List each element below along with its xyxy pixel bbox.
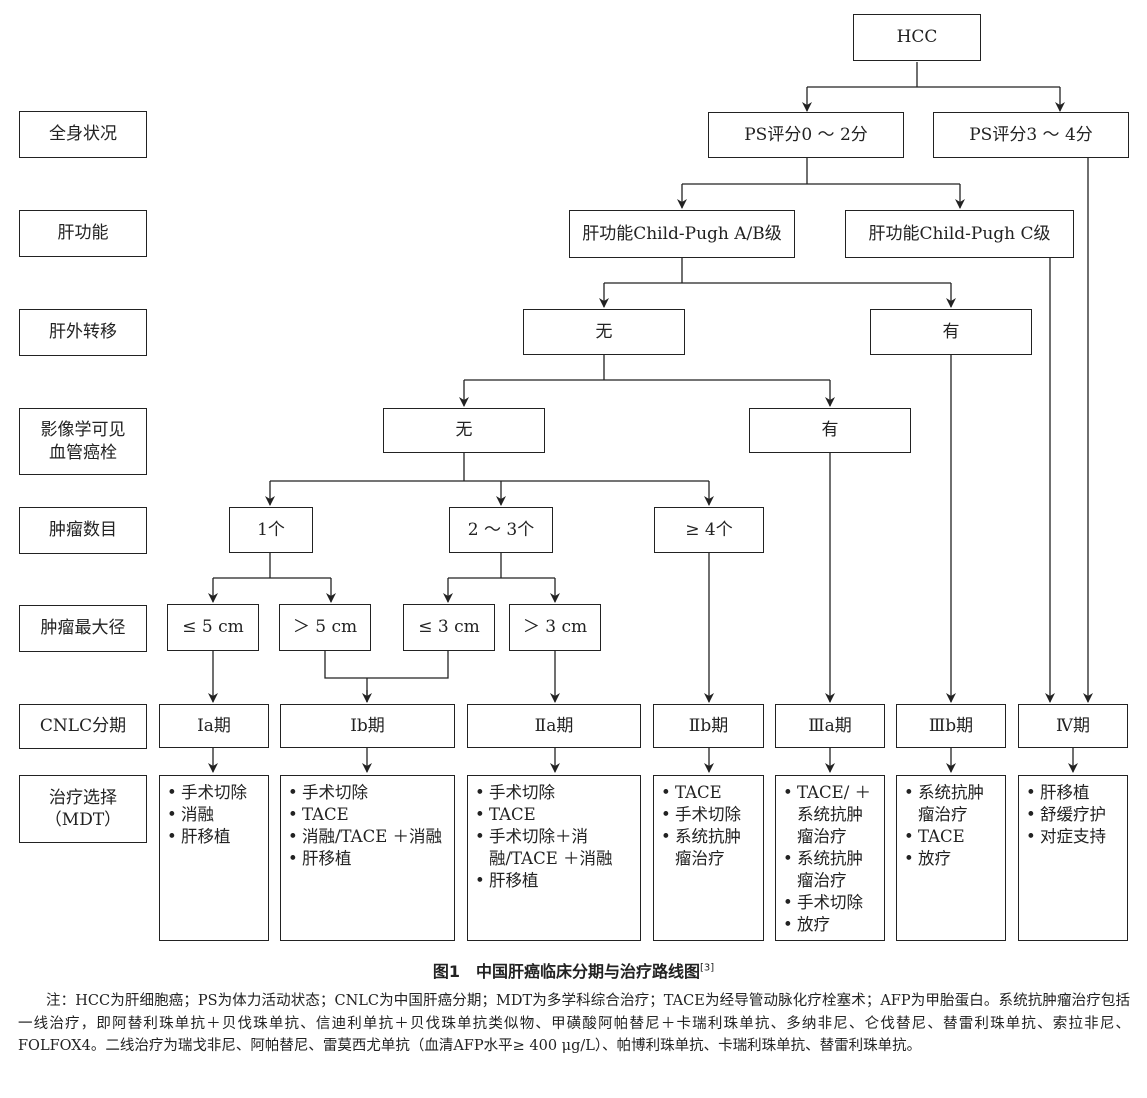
row-label-tumor-count: 肿瘤数目 [19, 507, 147, 554]
treatment-item: 对症支持 [1026, 826, 1121, 848]
treatment-iiib: 系统抗肿瘤治疗 TACE 放疗 [896, 775, 1006, 941]
treatment-item: 系统抗肿瘤治疗 [783, 848, 878, 892]
treatment-item: 放疗 [904, 848, 999, 870]
treatment-item: 手术切除 [783, 892, 878, 914]
treatment-list: 手术切除 消融 肝移植 [167, 782, 262, 848]
node-size-le5: ≤ 5 cm [167, 604, 259, 651]
figure-caption: 图1 中国肝癌临床分期与治疗路线图[3] [0, 958, 1147, 982]
stage-iv: Ⅳ期 [1018, 704, 1128, 748]
node-ps-3-4: PS评分3 ～ 4分 [933, 112, 1129, 158]
treatment-ib: 手术切除 TACE 消融/TACE ＋消融 肝移植 [280, 775, 455, 941]
row-label-liver-function: 肝功能 [19, 210, 147, 257]
row-label-cnlc: CNLC分期 [19, 704, 147, 749]
node-extrahepatic-no: 无 [523, 309, 685, 355]
node-size-le3: ≤ 3 cm [403, 604, 495, 651]
row-label-general: 全身状况 [19, 111, 147, 158]
treatment-item: 手术切除 [475, 782, 634, 804]
connector-lines [208, 62, 1093, 773]
treatment-item: 消融 [167, 804, 262, 826]
node-childpugh-ab: 肝功能Child-Pugh A/B级 [569, 210, 795, 258]
treatment-item: 肝移植 [167, 826, 262, 848]
caption-reference: [3] [699, 962, 715, 974]
node-size-gt3: ＞ 3 cm [509, 604, 601, 651]
treatment-iiia: TACE/ ＋系统抗肿瘤治疗 系统抗肿瘤治疗 手术切除 放疗 [775, 775, 885, 941]
node-vascular-no: 无 [383, 408, 545, 453]
stage-ia: Ⅰa期 [159, 704, 269, 748]
treatment-item: 消融/TACE ＋消融 [288, 826, 448, 848]
treatment-item: 肝移植 [1026, 782, 1121, 804]
treatment-iia: 手术切除 TACE 手术切除＋消融/TACE ＋消融 肝移植 [467, 775, 641, 941]
node-count-1: 1个 [229, 507, 313, 553]
treatment-item: TACE/ ＋系统抗肿瘤治疗 [783, 782, 878, 848]
treatment-item: 舒缓疗护 [1026, 804, 1121, 826]
treatment-item: 手术切除 [288, 782, 448, 804]
treatment-list: 手术切除 TACE 手术切除＋消融/TACE ＋消融 肝移植 [475, 782, 634, 892]
treatment-item: 手术切除 [167, 782, 262, 804]
row-label-tumor-size: 肿瘤最大径 [19, 605, 147, 652]
treatment-list: 手术切除 TACE 消融/TACE ＋消融 肝移植 [288, 782, 448, 870]
treatment-item: TACE [475, 804, 634, 826]
treatment-item: 系统抗肿瘤治疗 [661, 826, 757, 870]
row-label-treatment: 治疗选择 （MDT） [19, 775, 147, 843]
stage-iiib: Ⅲb期 [896, 704, 1006, 748]
treatment-item: 系统抗肿瘤治疗 [904, 782, 999, 826]
treatment-item: 手术切除＋消融/TACE ＋消融 [475, 826, 634, 870]
node-count-2-3: 2 ～ 3个 [449, 507, 553, 553]
stage-iib: Ⅱb期 [653, 704, 764, 748]
figure-note: 注：HCC为肝细胞癌；PS为体力活动状态；CNLC为中国肝癌分期；MDT为多学科… [18, 993, 1130, 1054]
node-vascular-yes: 有 [749, 408, 911, 453]
treatment-item: 肝移植 [475, 870, 634, 892]
treatment-iib: TACE 手术切除 系统抗肿瘤治疗 [653, 775, 764, 941]
treatment-list: 肝移植 舒缓疗护 对症支持 [1026, 782, 1121, 848]
row-label-extrahepatic: 肝外转移 [19, 309, 147, 356]
stage-ib: Ⅰb期 [280, 704, 455, 748]
treatment-list: 系统抗肿瘤治疗 TACE 放疗 [904, 782, 999, 870]
treatment-iv: 肝移植 舒缓疗护 对症支持 [1018, 775, 1128, 941]
stage-iia: Ⅱa期 [467, 704, 641, 748]
treatment-list: TACE 手术切除 系统抗肿瘤治疗 [661, 782, 757, 870]
treatment-item: 手术切除 [661, 804, 757, 826]
treatment-item: TACE [904, 826, 999, 848]
treatment-ia: 手术切除 消融 肝移植 [159, 775, 269, 941]
node-hcc: HCC [853, 14, 981, 61]
treatment-item: 放疗 [783, 914, 878, 936]
node-count-4: ≥ 4个 [654, 507, 764, 553]
treatment-list: TACE/ ＋系统抗肿瘤治疗 系统抗肿瘤治疗 手术切除 放疗 [783, 782, 878, 936]
node-size-gt5: ＞ 5 cm [279, 604, 371, 651]
node-extrahepatic-yes: 有 [870, 309, 1032, 355]
caption-label: 图1 中国肝癌临床分期与治疗路线图 [432, 962, 700, 981]
stage-iiia: Ⅲa期 [775, 704, 885, 748]
treatment-item: TACE [288, 804, 448, 826]
row-label-vascular: 影像学可见 血管癌栓 [19, 408, 147, 475]
node-ps-0-2: PS评分0 ～ 2分 [708, 112, 904, 158]
treatment-item: TACE [661, 782, 757, 804]
treatment-item: 肝移植 [288, 848, 448, 870]
node-childpugh-c: 肝功能Child-Pugh C级 [845, 210, 1074, 258]
